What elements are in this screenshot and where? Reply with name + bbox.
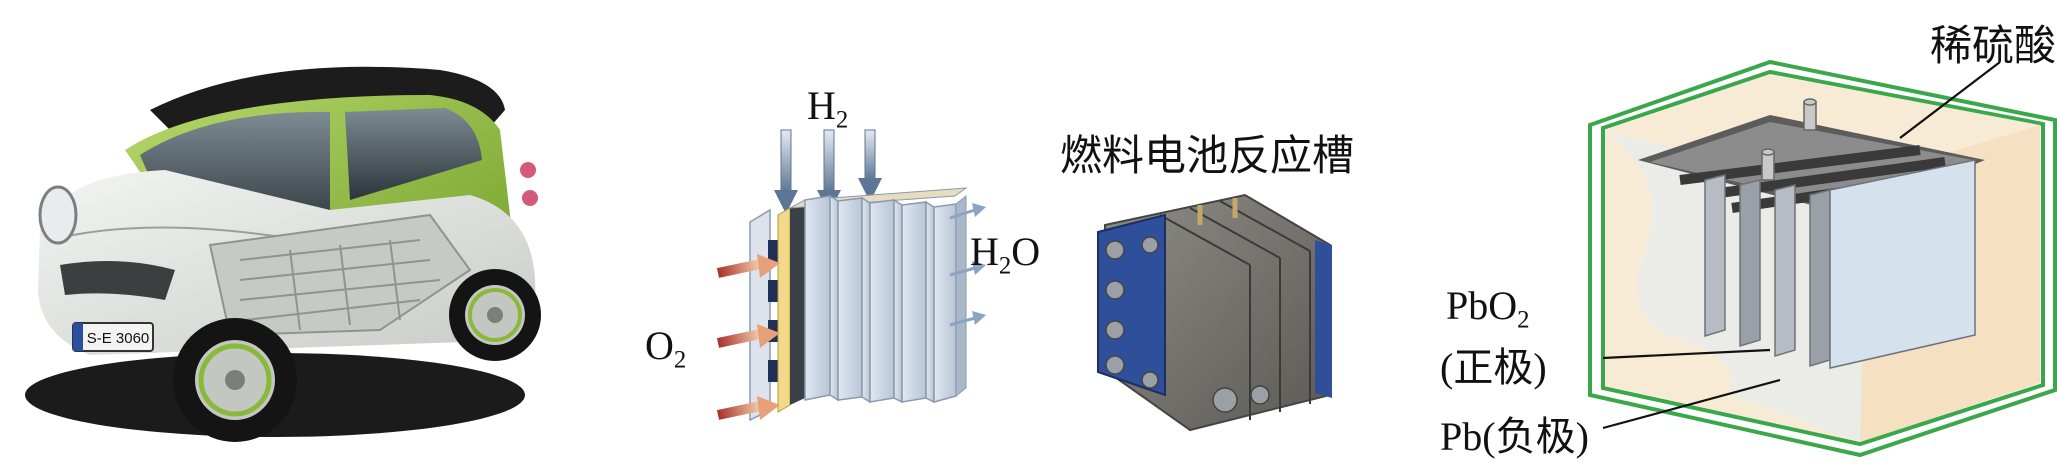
lead-acid-battery-diagram — [1588, 59, 2057, 458]
leader-lines — [1602, 61, 2001, 430]
reaction-tank-panel: 燃料电池反应槽 — [1060, 0, 1390, 473]
fuel-cell-stack — [749, 187, 968, 422]
h2o-outlet-arrows — [949, 203, 986, 327]
o2-subscript: 2 — [673, 346, 687, 374]
h2o-label: H2O — [970, 228, 1040, 281]
reaction-tank-label: 燃料电池反应槽 — [1060, 131, 1355, 180]
lead-acid-battery-panel: 稀硫酸 PbO2 (正极) Pb(负极) — [1440, 0, 2057, 473]
o2-inlet-arrows — [716, 254, 780, 420]
front-wheel — [173, 318, 297, 442]
fuel-cell-panel: H2 O2 H2O — [600, 0, 1070, 473]
car-panel: S-E 3060 — [0, 0, 560, 473]
dilute-sulfuric-acid-label: 稀硫酸 — [1930, 21, 2057, 70]
battery-case — [1588, 59, 2057, 458]
h2-label: H2 — [807, 82, 848, 135]
car-side-window — [345, 108, 482, 200]
pbo2-symbol: PbO — [1446, 283, 1518, 328]
pbo2-label: PbO2 — [1446, 282, 1530, 335]
license-plate-text: S-E 3060 — [87, 330, 150, 347]
electric-car-image: S-E 3060 — [25, 66, 541, 442]
positive-electrode-label: (正极) — [1440, 345, 1547, 390]
car-grille — [60, 261, 175, 300]
o2-label: O2 — [645, 322, 686, 375]
h2o-subscript: 2 — [998, 252, 1012, 280]
pbo2-subscript: 2 — [1517, 306, 1530, 334]
h2o-h-symbol: H — [970, 229, 999, 274]
h2o-o-symbol: O — [1011, 229, 1041, 274]
h2-symbol: H — [807, 83, 836, 128]
o2-symbol: O — [645, 323, 674, 368]
h2-subscript: 2 — [835, 106, 849, 134]
rear-wheel — [449, 269, 541, 361]
car-headlight — [38, 185, 78, 245]
pb-negative-electrode-label: Pb(负极) — [1440, 414, 1589, 459]
reaction-tank-image — [1097, 193, 1332, 432]
electrode-plates — [1704, 159, 1976, 369]
fuel-cell-diagram — [716, 129, 986, 422]
